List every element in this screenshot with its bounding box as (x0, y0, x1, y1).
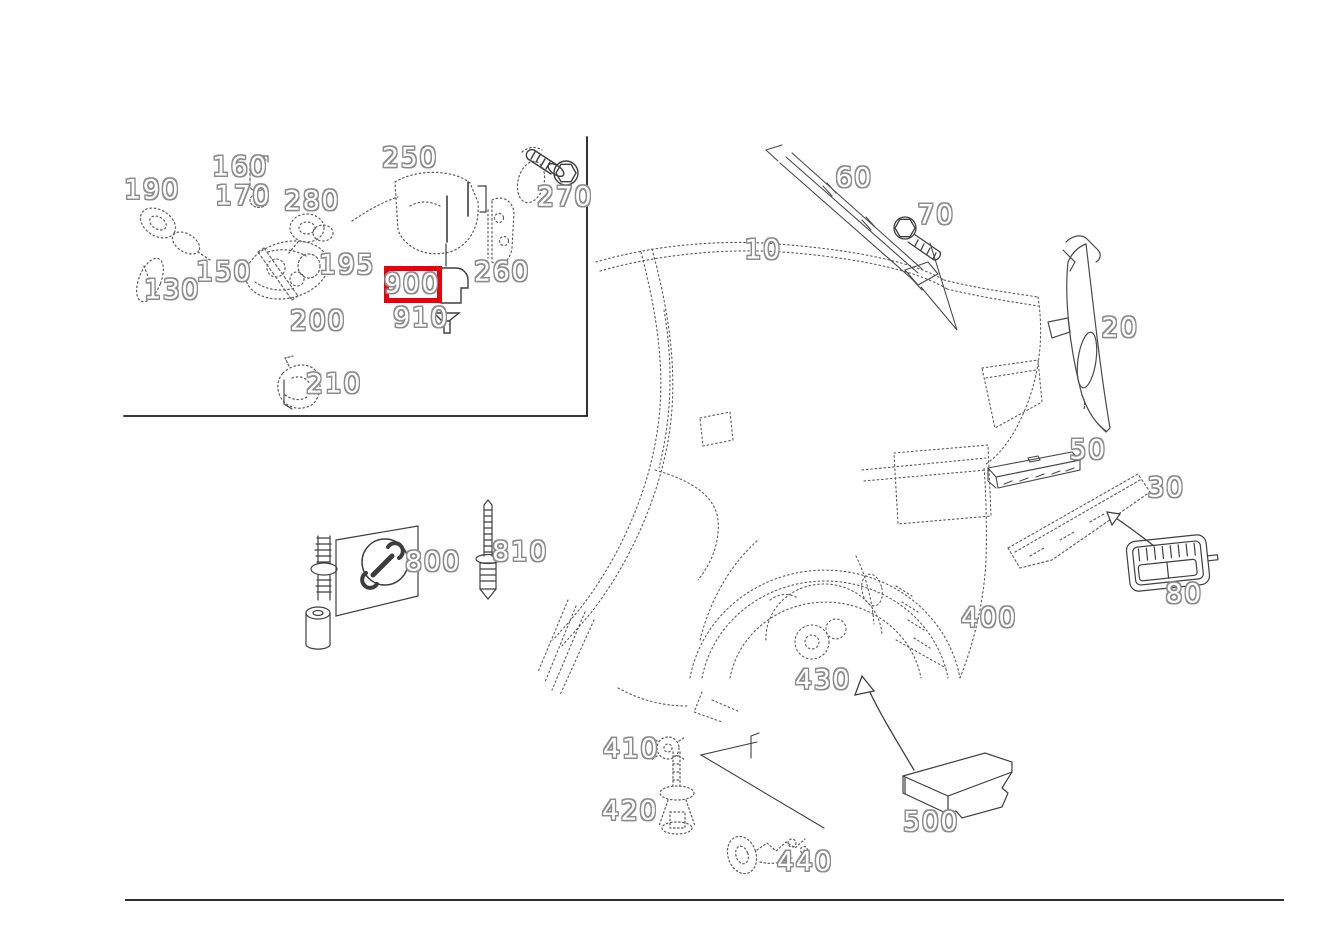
part-280-drawing (287, 213, 334, 255)
part-label-800[interactable]: 800 (404, 546, 462, 578)
part-label-190[interactable]: 190 (123, 174, 181, 206)
part-label-900[interactable]: 900 (383, 268, 441, 300)
part-430-drawing (769, 555, 947, 669)
part-80-drawing (1106, 511, 1219, 592)
part-label-810[interactable]: 810 (491, 536, 549, 568)
part-420-drawing (658, 751, 696, 835)
part-label-200[interactable]: 200 (289, 305, 347, 337)
part-210-drawing (277, 355, 321, 410)
part-60-drawing (765, 144, 939, 291)
part-label-410[interactable]: 410 (602, 733, 660, 765)
part-200-drawing (257, 247, 299, 301)
part-label-80[interactable]: 80 (1165, 578, 1203, 610)
part-160-drawing (249, 155, 269, 192)
part-500-drawing (902, 752, 1013, 819)
part-label-280[interactable]: 280 (283, 185, 341, 217)
pointer-lines-440 (699, 732, 825, 829)
part-label-430[interactable]: 430 (794, 664, 852, 696)
part-410-drawing (650, 736, 686, 761)
part-label-910[interactable]: 910 (392, 302, 450, 334)
part-label-500[interactable]: 500 (902, 806, 960, 838)
part-label-170[interactable]: 170 (214, 180, 272, 212)
part-800-drawing (305, 525, 419, 650)
part-label-160[interactable]: 160 (211, 151, 269, 183)
inset-frame (123, 136, 588, 417)
footer-rule (125, 899, 1284, 901)
part-label-270[interactable]: 270 (536, 181, 594, 213)
part-label-150[interactable]: 150 (195, 256, 253, 288)
part-190-drawing (139, 207, 211, 261)
part-250-drawing (351, 171, 487, 267)
part-170-drawing (249, 195, 269, 208)
part-label-400[interactable]: 400 (960, 602, 1018, 634)
part-label-50[interactable]: 50 (1069, 434, 1107, 466)
part-label-440[interactable]: 440 (776, 846, 834, 878)
part-900-drawing (440, 267, 469, 304)
part-label-250[interactable]: 250 (381, 142, 439, 174)
car-body-drawing (537, 241, 1043, 723)
part-label-195[interactable]: 195 (318, 249, 376, 281)
part-label-130[interactable]: 130 (143, 274, 201, 306)
part-label-10[interactable]: 10 (744, 234, 782, 266)
part-label-420[interactable]: 420 (601, 795, 659, 827)
part-30-drawing (1007, 473, 1151, 569)
part-label-30[interactable]: 30 (1147, 472, 1185, 504)
part-70-drawing (893, 216, 958, 331)
pointer-arrow-500-to-430 (853, 674, 915, 771)
part-810-drawing (475, 499, 501, 600)
part-440-drawing (726, 835, 809, 875)
part-label-260[interactable]: 260 (473, 256, 531, 288)
part-260-drawing (487, 146, 546, 265)
part-label-70[interactable]: 70 (917, 199, 955, 231)
part-130-drawing (136, 257, 164, 303)
part-label-60[interactable]: 60 (835, 162, 873, 194)
wrench-icon (360, 541, 405, 590)
part-910-drawing (432, 312, 461, 334)
part-270-drawing (525, 148, 579, 186)
part-label-20[interactable]: 20 (1101, 312, 1139, 344)
part-195-drawing (297, 253, 321, 279)
part-20-drawing (1047, 235, 1111, 433)
highlight-box-900 (384, 266, 442, 303)
part-50-drawing (986, 451, 1082, 489)
part-label-210[interactable]: 210 (305, 368, 363, 400)
